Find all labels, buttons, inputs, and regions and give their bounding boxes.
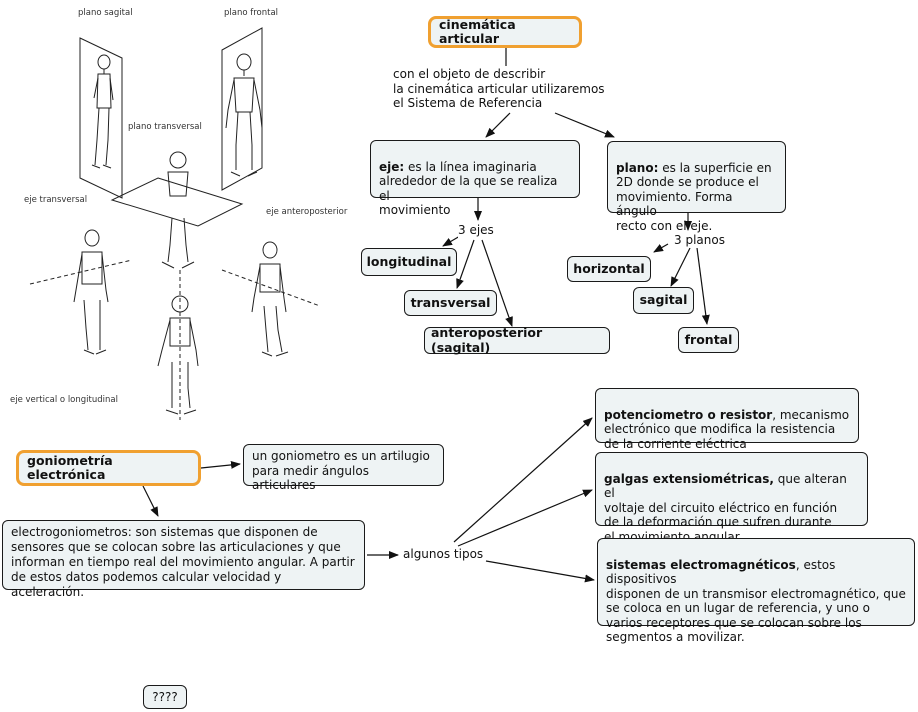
node-potenciometro[interactable]: potenciometro o resistor, mecanismo elec… — [595, 388, 859, 451]
figure-anteroposterior-axis — [221, 241, 321, 357]
transverse-plane-shape — [110, 177, 244, 227]
anatomy-illustration — [29, 27, 321, 420]
text-algunos-tipos: algunos tipos — [403, 547, 484, 562]
node-anteroposterior[interactable]: anteroposterior (sagital) — [424, 325, 610, 354]
galgas-desc: que alteran el voltaje del circuito eléc… — [604, 471, 847, 544]
node-goniometria-electronica[interactable]: goniometría electrónica — [16, 450, 201, 486]
node-galgas[interactable]: galgas extensiométricas, que alteran el … — [595, 452, 868, 544]
eje-term: eje: — [379, 159, 405, 174]
label-plano-transversal: plano transversal — [128, 122, 202, 132]
text-3-ejes: 3 ejes — [458, 223, 494, 238]
figure-vertical-axis — [157, 270, 199, 420]
galgas-term: galgas extensiométricas, — [604, 471, 774, 486]
node-horizontal[interactable]: horizontal — [567, 256, 651, 282]
node-sagital[interactable]: sagital — [633, 287, 694, 314]
figure-transverse — [161, 151, 195, 269]
plano-term: plano: — [616, 160, 659, 175]
label-eje-transversal: eje transversal — [24, 195, 88, 205]
node-cinematica-articular[interactable]: cinemática articular — [428, 16, 582, 48]
node-frontal[interactable]: frontal — [678, 327, 739, 353]
potenciometro-term: potenciometro o resistor — [604, 407, 773, 422]
node-plano[interactable]: plano: es la superficie en 2D donde se p… — [607, 141, 786, 233]
node-unknown[interactable]: ???? — [143, 685, 187, 709]
node-eje[interactable]: eje: es la línea imaginaria alrededor de… — [370, 140, 580, 217]
label-eje-vertical: eje vertical o longitudinal — [10, 395, 118, 405]
node-sistemas-electromagneticos[interactable]: sistemas electromagnéticos, estos dispos… — [597, 538, 915, 644]
label-eje-anteroposterior: eje anteroposterior — [266, 207, 348, 217]
potenciometro-desc: , mecanismo electrónico que modifica la … — [604, 407, 850, 451]
node-longitudinal[interactable]: longitudinal — [361, 248, 457, 276]
sistemas-desc: , estos dispositivos disponen de un tran… — [606, 557, 906, 645]
label-plano-frontal: plano frontal — [224, 8, 279, 18]
node-goniometro-definicion[interactable]: un goniometro es un artilugio para medir… — [243, 444, 444, 492]
sistemas-term: sistemas electromagnéticos — [606, 557, 796, 572]
sagittal-plane-shape — [79, 37, 123, 199]
figure-transverse-axis — [29, 229, 133, 355]
plano-desc: es la superficie en 2D donde se produce … — [616, 160, 772, 233]
eje-desc: es la línea imaginaria alrededor de la q… — [379, 159, 558, 218]
text-3-planos: 3 planos — [674, 233, 725, 248]
label-plano-sagital: plano sagital — [78, 8, 133, 18]
frontal-plane-shape — [221, 27, 263, 191]
text-intro: con el objeto de describir la cinemática… — [393, 67, 605, 111]
figure-sagittal — [91, 54, 114, 169]
node-transversal[interactable]: transversal — [404, 290, 497, 316]
figure-frontal — [225, 53, 263, 177]
node-electrogoniometros[interactable]: electrogoniometros: son sistemas que dis… — [2, 520, 365, 599]
